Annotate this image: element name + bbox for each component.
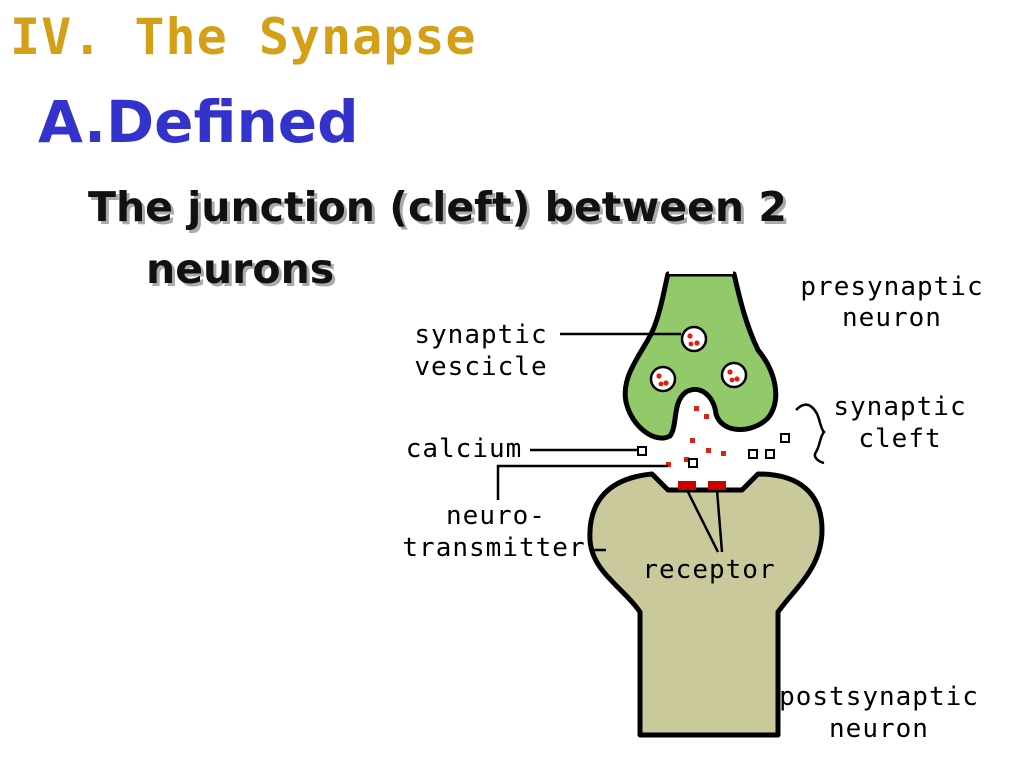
definition-text: The junction (cleft) between 2 neurons xyxy=(88,176,888,300)
definition-line-1: The junction (cleft) between 2 xyxy=(88,183,787,231)
label-neurotransmitter-2: transmitter xyxy=(402,533,585,563)
label-receptor: receptor xyxy=(642,555,775,585)
slide-subtitle: A.Defined xyxy=(38,88,359,156)
label-presynaptic-neuron: neuron xyxy=(842,303,942,333)
cleft-bracket xyxy=(795,403,826,465)
label-synaptic-vesicle-2: vescicle xyxy=(414,352,547,382)
label-neurotransmitter-1: neuro- xyxy=(446,501,546,531)
label-presynaptic: presynaptic xyxy=(800,272,983,302)
definition-line-2: neurons xyxy=(146,245,335,293)
vesicle xyxy=(720,361,748,389)
vesicle xyxy=(680,325,708,353)
slide-title: IV. The Synapse xyxy=(10,8,477,66)
label-postsynaptic: postsynaptic xyxy=(779,682,979,712)
leader-lines xyxy=(496,332,724,553)
vesicle xyxy=(649,365,677,393)
presynaptic-neuron-shape xyxy=(622,271,779,441)
label-synaptic-cleft-2: cleft xyxy=(858,424,941,454)
synaptic-vesicles xyxy=(649,325,748,393)
neurotransmitter-molecules xyxy=(666,406,726,467)
label-synaptic-vesicle-1: synaptic xyxy=(414,320,547,350)
calcium-ions xyxy=(637,433,790,468)
label-calcium: calcium xyxy=(406,434,523,464)
label-postsynaptic-neuron: neuron xyxy=(829,714,929,744)
receptors xyxy=(678,481,726,490)
label-synaptic-cleft-1: synaptic xyxy=(833,392,966,422)
postsynaptic-neuron-shape xyxy=(587,471,825,738)
